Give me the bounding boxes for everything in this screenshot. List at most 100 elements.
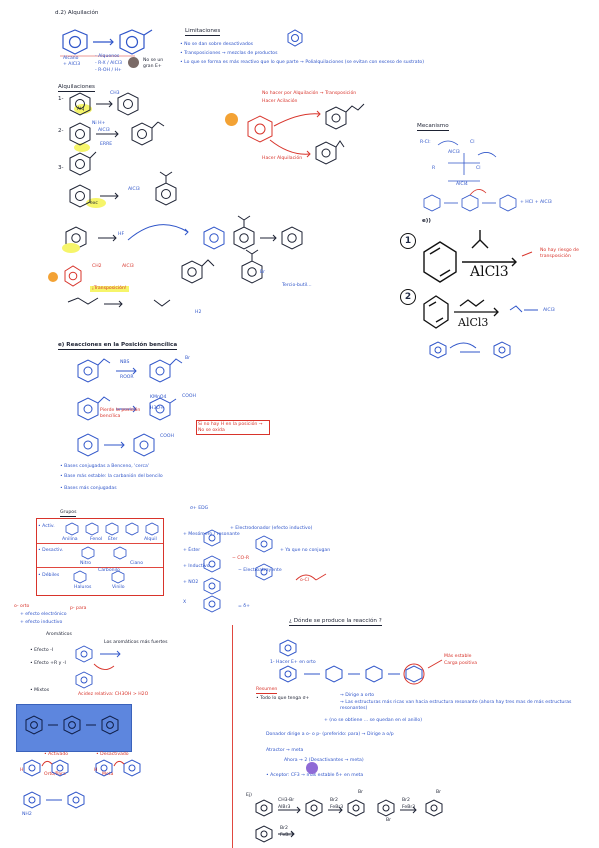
example-number-2: 2 — [400, 289, 416, 305]
donde-label-1: 1- Hacer E+ en orto — [270, 660, 316, 665]
bencilica-note-red: Si no hay H en la posición → No se oxida — [196, 420, 270, 436]
left-note-fuertes: Los aromáticos más fuertes — [104, 640, 168, 645]
limitaciones-benzene-icon — [287, 29, 303, 47]
top-condition-1: - Alquenos — [95, 54, 120, 59]
reagent-alcl3-c: AlCl3 — [122, 264, 134, 269]
mid-note-5: + Éster — [183, 548, 201, 553]
product-br: Br — [185, 356, 191, 361]
example-1-reagent: AlCl3 — [470, 264, 509, 280]
tabla-label-ciano: Ciano — [130, 561, 144, 566]
example-1-note: No hay riesgo de transposición — [540, 248, 579, 259]
reagent-hf: HF — [118, 232, 125, 237]
resonance-structures — [25, 715, 119, 735]
mid-note-2: + Electrodonador (efecto inductivo) — [230, 526, 313, 531]
mecanismo-label-3: Cl — [470, 140, 475, 145]
highlight-mark — [86, 198, 106, 208]
tabla-structures — [65, 522, 159, 584]
mid-structures — [203, 529, 327, 613]
grupos-table — [36, 518, 164, 596]
highlight-mark — [62, 243, 80, 253]
reagent-br: Br — [260, 270, 266, 275]
left-note-orto-para: Orto/Para — [44, 772, 66, 777]
left-note-menos-i: • Efecto -I — [30, 648, 54, 653]
tabla-title: Grupos — [60, 510, 77, 517]
top-note: No se un gran E+ — [143, 58, 164, 69]
bencilica-list-2: • Base más estable: la carbanión del ben… — [60, 474, 163, 479]
mid-note-12: = δ+ — [238, 604, 250, 609]
mid-note-9: + NO2 — [183, 580, 199, 585]
reagent-h2: H2 — [195, 310, 202, 315]
top-condition-2: - R-X / AlCl3 — [95, 61, 122, 66]
donde-label-7: → Las estructuras más ricas van hacia es… — [340, 700, 572, 711]
transposicion-bottom-label: Hacer Alquilación — [262, 156, 303, 161]
donde-structures — [279, 639, 443, 685]
table-divider — [37, 543, 163, 544]
mecanismo-label-6: AlCl4 — [456, 182, 468, 187]
mecanismo-label-4: R — [432, 166, 436, 171]
left-note-desactivado: • Desactivado — [96, 752, 129, 757]
bottom-reagent-8: FeBr3 — [280, 833, 294, 838]
top-reagent-1: Alcano — [63, 56, 79, 61]
left-note-nh2: NH2 — [22, 812, 32, 817]
mid-note-11: X — [183, 600, 187, 605]
bottom-reagent-3: Br2 — [330, 798, 338, 803]
left-note-mixtos: • Mixtos — [30, 688, 50, 693]
limitaciones-title: Limitaciones — [185, 28, 221, 36]
column-divider — [232, 625, 233, 848]
left-note-aromaticos: Aromáticos — [46, 632, 72, 637]
tabla-label-vinilo: Vinilo — [112, 585, 125, 590]
bottom-reagent-1: CH3-Br — [278, 798, 295, 803]
donde-label-11: Ahora → 2 (Desactivantes → meta) — [284, 758, 364, 763]
transposicion-note-right: Tercio-butil... — [282, 283, 312, 288]
bencilica-title: e) Reacciones en la Posición bencílica — [58, 342, 178, 350]
donde-label-10: Atractor → meta — [266, 748, 304, 753]
top-condition-3: - R-OH / H+ — [95, 68, 122, 73]
left-structures — [75, 645, 121, 689]
table-divider — [37, 567, 163, 568]
bottom-reagent-4: FeBr3 — [330, 805, 344, 810]
step-1: 1- — [58, 96, 64, 102]
left-note-efecto-e: + efecto electrónico — [20, 612, 67, 617]
donde-resumen: Resumen — [256, 687, 278, 694]
left-note-h2: H — [94, 768, 98, 773]
highlight-mark — [74, 104, 92, 114]
product-cooh-2: COOH — [160, 434, 174, 439]
product-cooh-1: COOH — [182, 394, 196, 399]
mecanismo-label-1: R-Cl: — [420, 140, 431, 145]
tabla-row-1: • Activ. — [38, 524, 55, 529]
donde-title: ¿ Dónde se produce la reacción ? — [289, 618, 382, 626]
transposicion-highlight: ¡Transposición! — [90, 286, 129, 292]
limitacion-1: • No se dan sobre desactivados — [180, 42, 254, 47]
top-reaction-scheme — [60, 29, 153, 57]
donde-label-12: • Aceptor: CF3 → más estable δ+ en meta — [266, 773, 364, 778]
tabla-label-eter: Éter — [108, 537, 118, 542]
tabla-label-nitro: Nitro — [80, 561, 92, 566]
left-note-orto: o- orto — [14, 604, 30, 609]
benzene-red-icon — [64, 265, 82, 287]
bencilica-side-note: Pierde la posición bencílica — [100, 408, 141, 419]
margin-label-exc: exc — [90, 201, 98, 206]
tabla-label-alquil: Alquil — [144, 537, 157, 542]
mid-note-3: + Mesómero / resonante — [183, 532, 240, 537]
tabla-label-fenol: Fenol — [90, 537, 103, 542]
mecanismo-note: + HCl + AlCl3 — [520, 200, 552, 205]
warning-circle — [225, 113, 238, 126]
tabla-label-haluros: Haluros — [74, 585, 92, 590]
bottom-example-scheme — [255, 799, 443, 843]
donde-label-6: → Dirige a orto — [340, 693, 375, 698]
reagent-ch2: CH2 — [92, 264, 102, 269]
electrophile-circle — [128, 57, 139, 68]
mid-note-10: o-Cl — [300, 578, 310, 583]
example-number-1: 1 — [400, 233, 416, 249]
tabla-label-carbonilo: Carbonilo — [98, 568, 120, 573]
mid-note-6: − CO-R — [232, 556, 250, 561]
reagent-alcl3-a: AlCl3 — [98, 128, 110, 133]
tabla-label-anilina: Anilina — [62, 537, 78, 542]
bottom-reagent-2: AlBr3 — [278, 805, 291, 810]
bottom-example-label: Ej) — [246, 793, 252, 798]
donde-label-5: • Todo lo que tenga σ+ — [256, 696, 310, 701]
example-e-label: e)) — [422, 218, 431, 224]
reagent-h3o: H3O+ — [150, 406, 164, 411]
highlight-mark — [74, 143, 90, 152]
warning-circle — [48, 272, 58, 282]
